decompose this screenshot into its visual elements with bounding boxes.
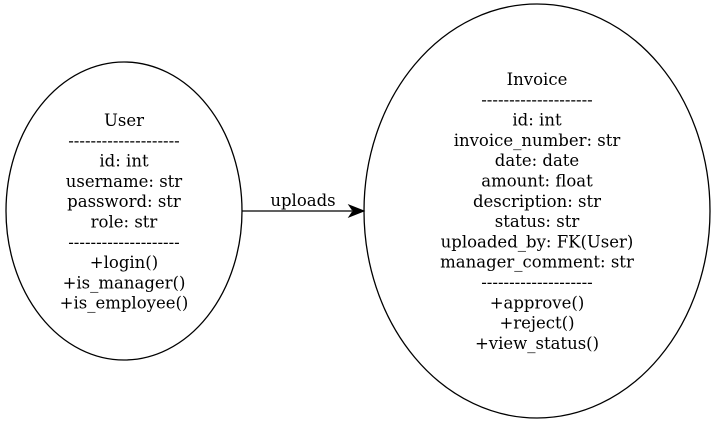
invoice-line-1: -------------------- (481, 90, 593, 109)
invoice-line-8: uploaded_by: FK(User) (441, 232, 634, 251)
edge-uploads-arrowhead (347, 203, 366, 219)
user-line-8: +is_manager() (63, 273, 186, 292)
invoice-line-10: -------------------- (481, 273, 593, 292)
user-line-2: id: int (99, 152, 149, 171)
invoice-line-5: amount: float (481, 172, 593, 191)
edge-uploads: uploads (242, 191, 366, 219)
user-line-3: username: str (66, 172, 183, 191)
edge-uploads-label: uploads (270, 191, 335, 210)
user-line-9: +is_employee() (60, 294, 189, 313)
invoice-line-0: Invoice (507, 70, 568, 89)
user-line-1: -------------------- (68, 131, 180, 150)
invoice-line-4: date: date (495, 151, 579, 170)
invoice-line-6: description: str (473, 192, 601, 211)
invoice-line-2: id: int (512, 111, 562, 130)
user-line-6: -------------------- (68, 233, 180, 252)
user-line-5: role: str (91, 213, 158, 232)
invoice-line-11: +approve() (490, 293, 585, 312)
invoice-line-7: status: str (495, 212, 580, 231)
invoice-line-12: +reject() (499, 314, 574, 333)
user-line-4: password: str (67, 192, 181, 211)
invoice-line-13: +view_status() (475, 334, 599, 353)
node-invoice-ellipse (363, 3, 711, 419)
invoice-line-3: invoice_number: str (454, 131, 621, 150)
user-line-0: User (104, 111, 144, 130)
user-line-7: +login() (90, 253, 158, 272)
invoice-line-9: manager_comment: str (440, 253, 634, 272)
